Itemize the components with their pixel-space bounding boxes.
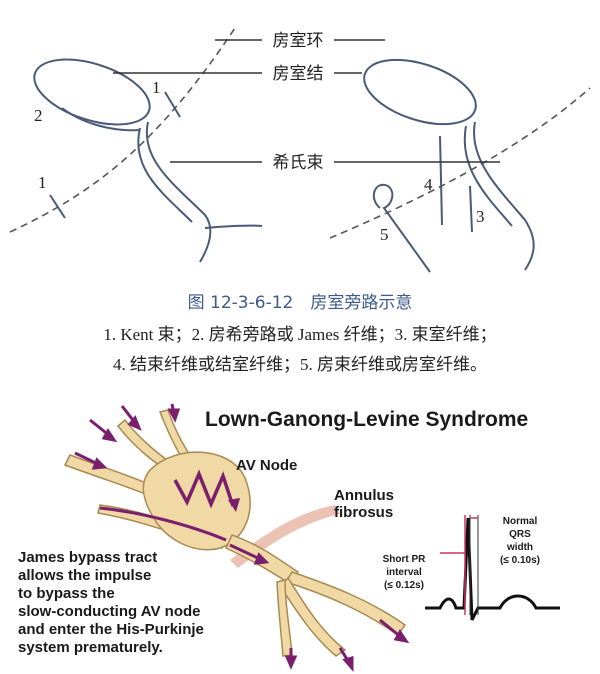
left-pathway-2 — [61, 107, 141, 132]
short-pr-line-1: Short PR — [383, 554, 427, 565]
marker-2: 2 — [34, 106, 43, 125]
caption-line-2: 4. 结束纤维或结室纤维；5. 房束纤维或房室纤维。 — [113, 355, 487, 374]
left-his-bundle-outer — [137, 127, 193, 223]
normal-qrs-label: Normal QRS width (≤ 0.10s) — [500, 516, 540, 566]
normal-qrs-line-1: Normal — [503, 516, 538, 527]
lgl-panel — [0, 392, 600, 674]
right-fiber-4 — [439, 135, 443, 226]
left-branch — [204, 224, 263, 229]
caption-line-1: 1. Kent 束；2. 房希旁路或 James 纤维；3. 束室纤维； — [103, 325, 496, 344]
top-schematic — [33, 58, 535, 273]
short-pr-line-2: interval — [386, 567, 422, 578]
caption-title: 图 12-3-6-12 房室旁路示意 — [188, 293, 413, 313]
label-av-node: 房室结 — [273, 64, 324, 84]
left-atrium-node-shape — [33, 58, 151, 126]
conduction-tissue — [63, 409, 407, 657]
zigzag-arrow-head — [228, 498, 240, 512]
short-pr-label: Short PR interval (≤ 0.12s) — [383, 554, 427, 591]
label-av-node-lgl: AV Node — [236, 457, 297, 474]
marker-4: 4 — [424, 175, 433, 194]
marker-1-upper: 1 — [152, 78, 161, 97]
label-annulus: Annulus — [334, 487, 394, 504]
james-line-2: allows the impulse — [18, 567, 151, 584]
left-kent-upper-line — [164, 91, 181, 118]
james-line-3: to bypass the — [18, 585, 115, 602]
lgl-title: Lown-Ganong-Levine Syndrome — [205, 408, 528, 431]
james-line-5: and enter the His-Purkinje — [18, 621, 204, 638]
marker-5: 5 — [380, 225, 389, 244]
annulus-dashed-left — [9, 27, 236, 233]
james-line-1: James bypass tract — [18, 549, 157, 566]
right-atrium-node-shape — [363, 58, 477, 126]
james-line-6: system prematurely. — [18, 639, 163, 656]
james-line-4: slow-conducting AV node — [18, 603, 201, 620]
label-his-bundle: 希氏束 — [273, 153, 324, 173]
left-his-bundle — [145, 121, 212, 263]
james-bypass-arrow — [99, 506, 227, 542]
normal-qrs-line-2: QRS — [509, 529, 531, 540]
normal-qrs-line-4: (≤ 0.10s) — [500, 555, 540, 566]
label-av-ring: 房室环 — [273, 31, 324, 51]
normal-qrs-line-3: width — [506, 542, 533, 553]
impulse-arrows — [74, 403, 410, 672]
marker-1-lower: 1 — [38, 173, 47, 192]
right-fiber-5 — [372, 183, 431, 273]
marker-3: 3 — [476, 207, 485, 226]
annulus-dashed-right — [329, 87, 591, 239]
right-his-bundle-outer — [463, 125, 513, 227]
short-pr-line-3: (≤ 0.12s) — [384, 580, 424, 591]
label-fibrosus: fibrosus — [334, 504, 393, 521]
james-text-block: James bypass tract allows the impulse to… — [18, 549, 204, 656]
right-fiber-3 — [469, 185, 473, 233]
node-zigzag-arrow — [173, 469, 235, 509]
right-his-bundle — [473, 121, 535, 271]
